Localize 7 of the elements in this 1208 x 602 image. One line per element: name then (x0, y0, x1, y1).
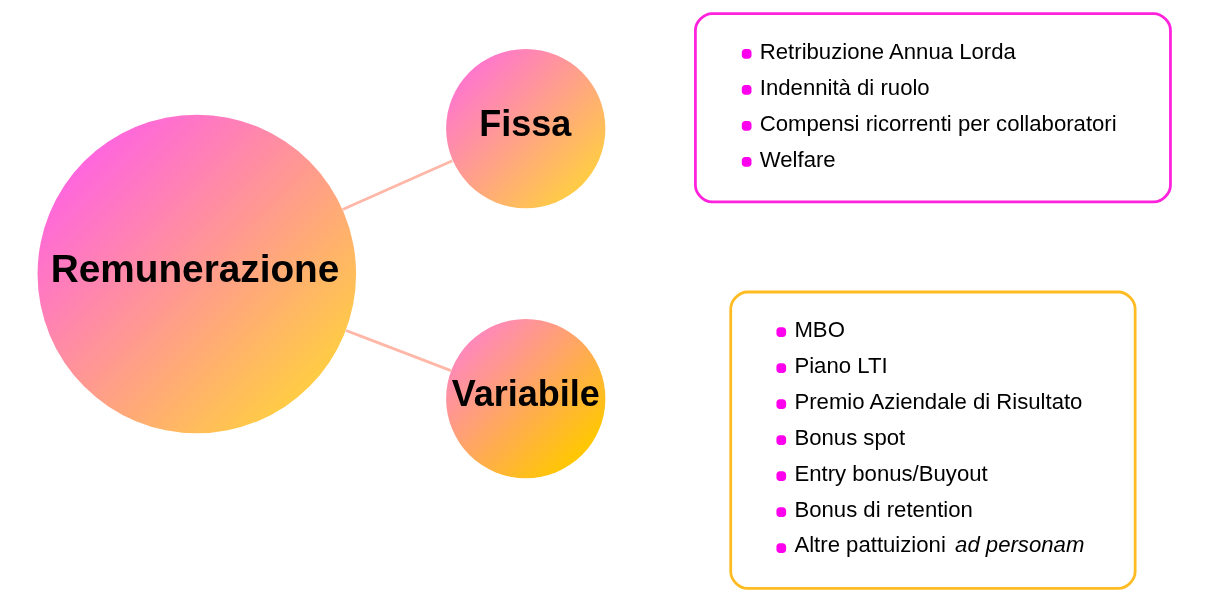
node-box: MBO Piano LTI Premio Aziendale di Risultato Bonus spot Entry bonus/Buyout Bonus di retention Altre pattuizioni ad personam (729, 290, 1137, 590)
node-circle: Fissa (446, 48, 606, 209)
node-circle: Remunerazione (37, 114, 357, 434)
node-box: Retribuzione Annua Lorda Indennità di ruolo Compensi ricorrenti per collaboratori Welfare (694, 12, 1172, 204)
connector (342, 159, 453, 211)
node-circle: Variabile (446, 319, 606, 479)
connector (345, 329, 452, 372)
